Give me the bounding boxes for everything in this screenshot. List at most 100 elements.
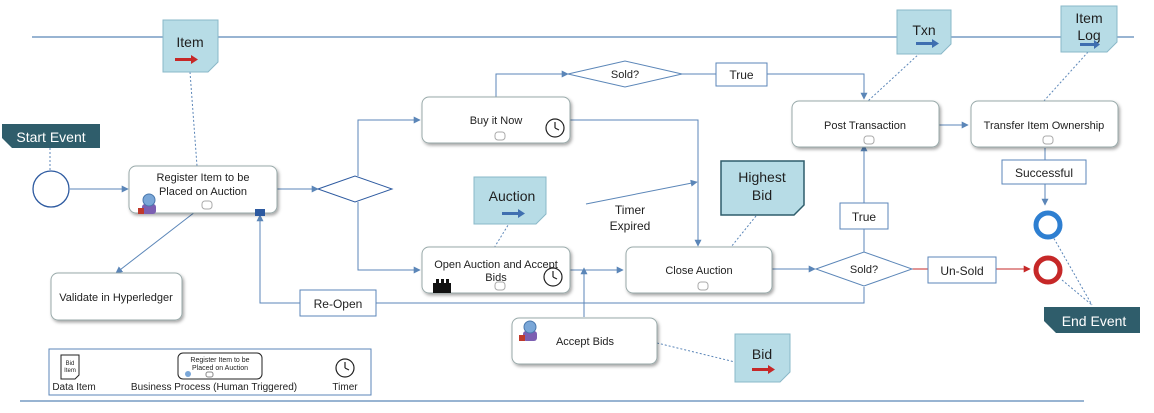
edge-gateway-to-open-auction xyxy=(357,202,421,274)
end-event-success xyxy=(1033,210,1063,240)
legend-data-item-label: Data Item xyxy=(52,382,95,393)
legend-timer-icon xyxy=(335,358,355,378)
edge-label-timer-expired-2: Expired xyxy=(610,219,651,233)
arrow-red-icon xyxy=(175,55,198,64)
subprocess-marker-icon xyxy=(1042,135,1054,145)
task-close-auction-label: Close Auction xyxy=(665,265,732,277)
svg-text:Bid: Bid xyxy=(752,346,772,362)
legend: Bid Item Data Item Register Item to be P… xyxy=(48,348,372,396)
svg-text:Item: Item xyxy=(176,34,203,50)
gavel-icon xyxy=(433,279,451,293)
timer-icon xyxy=(543,267,563,287)
task-open-auction-label-2: Bids xyxy=(485,272,507,284)
task-accept-bids-label: Accept Bids xyxy=(556,336,615,348)
end-event-fail xyxy=(1033,255,1063,285)
data-item-item-log: Item Log xyxy=(1060,5,1118,53)
task-register-item xyxy=(128,165,278,214)
task-buy-it-now xyxy=(421,96,571,144)
task-accept-bids xyxy=(511,317,658,365)
subprocess-marker-icon xyxy=(494,131,506,141)
start-event xyxy=(32,170,70,208)
task-validate-label: Validate in Hyperledger xyxy=(59,292,173,304)
edge-buy-now-to-sold xyxy=(495,70,569,97)
legend-business-process-label: Business Process (Human Triggered) xyxy=(131,382,297,393)
arrow-red-icon xyxy=(752,365,775,374)
svg-text:Un-Sold: Un-Sold xyxy=(940,264,983,278)
svg-text:Start Event: Start Event xyxy=(16,129,85,145)
assoc-end-fail xyxy=(1061,279,1093,306)
svg-text:Bid: Bid xyxy=(752,187,772,203)
assoc-txn xyxy=(867,52,921,102)
assoc-end-ok xyxy=(1051,234,1093,306)
assoc-bid xyxy=(656,342,736,363)
timer-icon xyxy=(545,118,565,138)
edge-gateway-to-buy-now xyxy=(357,116,421,176)
gateway-split xyxy=(316,175,394,203)
data-item-highest-bid: Highest Bid xyxy=(720,160,805,216)
edge-label-re-open: Re-Open xyxy=(299,289,377,317)
svg-text:Placed on Auction: Placed on Auction xyxy=(192,365,248,372)
legend-data-item-icon: Bid Item xyxy=(60,354,80,380)
svg-text:Highest: Highest xyxy=(738,169,786,185)
edge-label-successful: Successful xyxy=(1001,159,1087,185)
data-item-auction: Auction xyxy=(473,176,547,225)
task-close-auction xyxy=(625,246,773,294)
svg-text:Txn: Txn xyxy=(912,22,935,38)
svg-text:Log: Log xyxy=(1077,27,1100,43)
svg-text:Auction: Auction xyxy=(489,188,536,204)
arrow-blue-icon xyxy=(916,39,939,48)
edge-register-to-validate xyxy=(115,211,196,274)
task-post-transaction-label: Post Transaction xyxy=(824,120,906,132)
data-item-bid: Bid xyxy=(734,333,791,383)
assoc-auction xyxy=(493,221,511,249)
svg-text:Item: Item xyxy=(64,368,76,374)
svg-text:Sold?: Sold? xyxy=(611,69,639,81)
edge-reopen-loop xyxy=(256,214,865,304)
subprocess-marker-icon xyxy=(201,200,213,210)
end-event-banner: End Event xyxy=(1044,307,1140,333)
arrow-blue-icon xyxy=(1080,40,1100,49)
svg-text:Item: Item xyxy=(1075,10,1102,26)
assoc-item xyxy=(189,71,198,167)
svg-text:Re-Open: Re-Open xyxy=(314,297,363,311)
subprocess-marker-icon xyxy=(863,135,875,145)
task-register-label-1: Register Item to be xyxy=(157,172,250,184)
legend-timer-label: Timer xyxy=(332,382,358,393)
edge-label-true-mid: True xyxy=(839,202,889,230)
task-validate xyxy=(50,272,183,321)
assoc-item-log xyxy=(1042,51,1089,103)
svg-text:End Event: End Event xyxy=(1062,313,1127,329)
svg-text:True: True xyxy=(852,210,877,224)
task-transfer-ownership-label: Transfer Item Ownership xyxy=(984,120,1105,132)
edge-timer-expired xyxy=(585,179,698,205)
gateway-sold-top: Sold? xyxy=(567,60,683,88)
svg-text:True: True xyxy=(729,68,754,82)
edge-sold-true-to-post xyxy=(682,73,868,100)
task-transfer-ownership xyxy=(970,100,1119,148)
svg-text:Register Item to be: Register Item to be xyxy=(190,357,249,364)
task-open-auction xyxy=(421,246,571,294)
subprocess-marker-icon xyxy=(697,281,709,291)
task-post-transaction xyxy=(791,100,940,148)
assoc-highest-bid xyxy=(730,215,757,248)
gateway-sold-bottom: Sold? xyxy=(814,251,914,287)
task-register-label-2: Placed on Auction xyxy=(159,186,247,198)
data-item-txn: Txn xyxy=(896,9,952,55)
start-event-banner: Start Event xyxy=(2,124,100,148)
edge-label-timer-expired-1: Timer xyxy=(615,203,645,217)
data-item-item: Item xyxy=(162,19,219,73)
task-open-auction-label-1: Open Auction and Accept xyxy=(434,259,558,271)
legend-business-process-icon: Register Item to be Placed on Auction xyxy=(177,352,263,380)
edge-label-true-top: True xyxy=(715,62,768,87)
arrow-blue-icon xyxy=(502,209,525,218)
boundary-marker-icon xyxy=(255,209,265,216)
task-buy-it-now-label: Buy it Now xyxy=(470,115,523,127)
edge-label-un-sold: Un-Sold xyxy=(927,256,997,284)
edge-buy-now-to-close xyxy=(570,119,702,247)
svg-text:Sold?: Sold? xyxy=(850,264,878,276)
svg-text:Successful: Successful xyxy=(1015,166,1073,180)
svg-text:Bid: Bid xyxy=(66,361,75,367)
subprocess-marker-icon xyxy=(494,281,506,291)
